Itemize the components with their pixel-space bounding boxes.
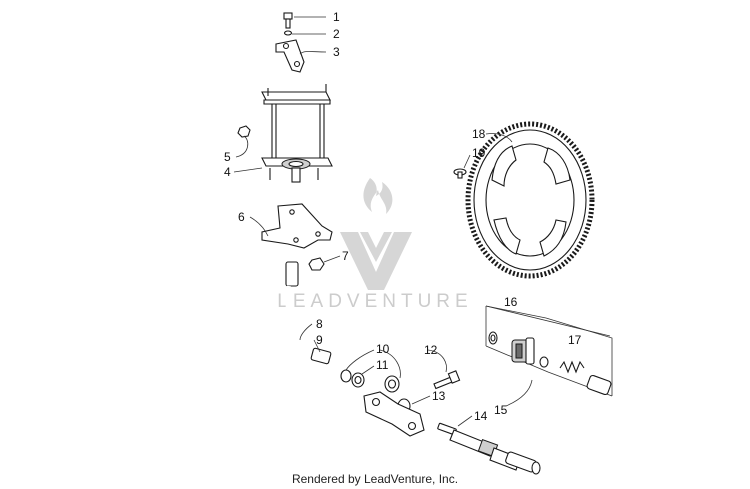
callout-6[interactable]: 6 <box>238 210 245 224</box>
part-17-washer <box>539 356 549 368</box>
watermark-logo <box>340 178 412 290</box>
callout-13[interactable]: 13 <box>432 389 446 403</box>
part-11-washer-b <box>384 375 400 393</box>
part-1-bolt <box>283 12 293 29</box>
callout-labels: 1 2 3 4 5 6 7 8 9 10 11 12 13 14 15 16 1… <box>224 10 582 423</box>
part-11-washer-a <box>351 372 365 388</box>
part-7-nut <box>308 257 325 271</box>
part-17-spring <box>559 360 585 374</box>
callout-8[interactable]: 8 <box>316 317 323 331</box>
part-16-spacer <box>488 331 498 345</box>
part-19-screw <box>453 168 467 179</box>
part-4-starter-motor <box>261 84 333 183</box>
callout-12[interactable]: 12 <box>424 343 438 357</box>
drive-shaft <box>437 422 541 475</box>
callout-14[interactable]: 14 <box>474 409 488 423</box>
part-18-ring-gear <box>465 121 595 279</box>
part-5-nut <box>237 125 251 138</box>
watermark-text: LEADVENTURE <box>277 291 472 312</box>
callout-18[interactable]: 18 <box>472 127 486 141</box>
starter-cable <box>285 261 332 365</box>
part-2-washer <box>283 30 293 36</box>
footer-credit: Rendered by LeadVenture, Inc. <box>292 472 458 486</box>
starter-motor-assembly <box>237 12 333 271</box>
callout-10[interactable]: 10 <box>376 342 390 356</box>
callout-4[interactable]: 4 <box>224 165 231 179</box>
part-6-bracket <box>261 203 333 249</box>
callout-7[interactable]: 7 <box>342 249 349 263</box>
callout-15[interactable]: 15 <box>494 403 508 417</box>
watermark: LEADVENTURE <box>277 178 472 312</box>
callout-5[interactable]: 5 <box>224 150 231 164</box>
part-3-bracket <box>275 39 305 73</box>
part-10-oring <box>340 369 352 383</box>
part-9-terminal <box>310 347 332 365</box>
callout-16[interactable]: 16 <box>504 295 518 309</box>
bendix-kit <box>485 305 613 397</box>
part-12-bolt <box>433 370 461 390</box>
callout-9[interactable]: 9 <box>316 333 323 347</box>
leader-lines <box>233 16 533 427</box>
callout-2[interactable]: 2 <box>333 27 340 41</box>
part-17-cap <box>586 374 612 396</box>
callout-1[interactable]: 1 <box>333 10 340 24</box>
callout-11[interactable]: 11 <box>376 358 389 372</box>
part-13-housing <box>363 391 425 437</box>
part-16-pinion-gear <box>511 337 535 365</box>
cable-boot <box>285 261 299 287</box>
callout-17[interactable]: 17 <box>568 333 582 347</box>
callout-3[interactable]: 3 <box>333 45 340 59</box>
callout-19[interactable]: 19 <box>472 146 486 160</box>
